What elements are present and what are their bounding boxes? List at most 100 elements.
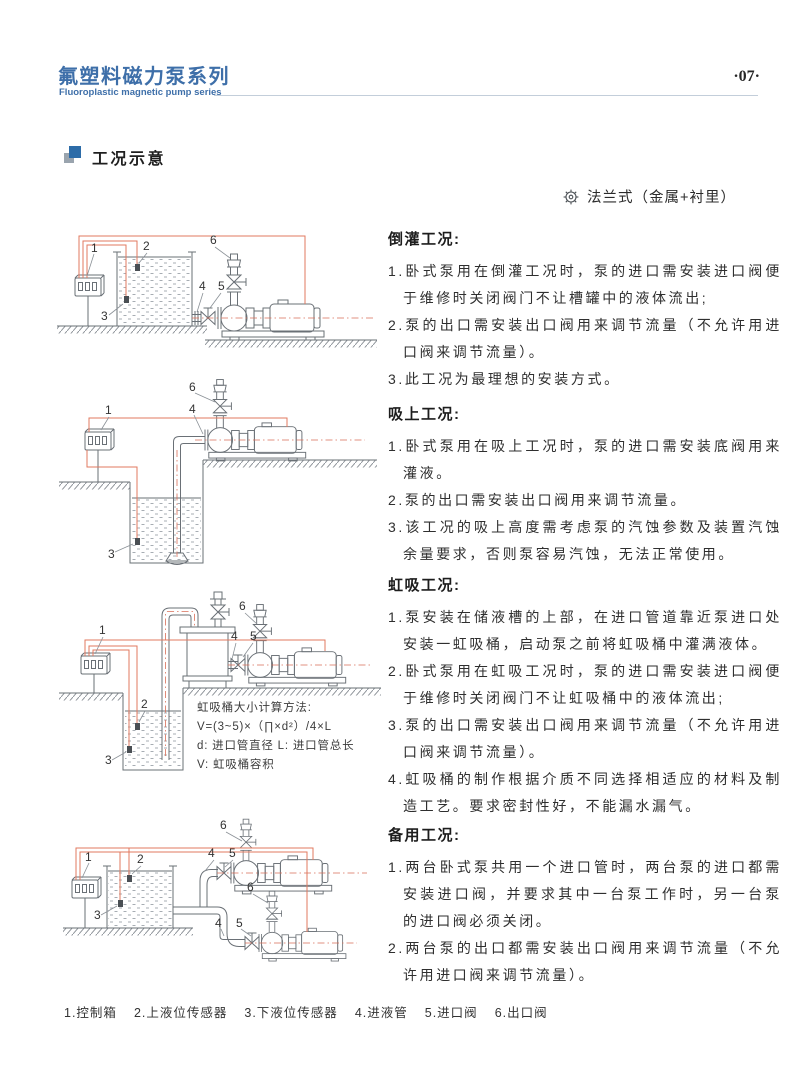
label-2: 2	[137, 852, 144, 866]
siphon-pipe	[161, 607, 199, 760]
control-wires	[75, 847, 314, 932]
legend-item: 1.控制箱	[64, 1006, 117, 1020]
legend-item: 5.进口阀	[424, 1006, 478, 1020]
page-title: 氟塑料磁力泵系列	[58, 66, 230, 88]
section-title: 工况示意	[92, 151, 167, 168]
outlet-valve-lower	[265, 890, 283, 933]
formula-line2: d: 进口管直径 L: 进口管总长	[197, 740, 355, 752]
pit-liquid	[132, 497, 201, 561]
label-3: 3	[105, 753, 112, 767]
section-marker-icon	[64, 146, 82, 164]
block-heading: 备用工况:	[388, 827, 461, 844]
formula-line1: V=(3~5)×（∏×d²）/4×L	[197, 721, 332, 733]
control-wires	[86, 417, 288, 538]
legend-item: 6.出口阀	[494, 1006, 548, 1020]
ground	[59, 459, 377, 564]
block-item: 1.卧式泵用在倒灌工况时，泵的进口需安装进口阀便于维修时关闭阀门不让槽罐中的液体…	[388, 263, 782, 306]
inlet-valve-lower	[244, 932, 260, 950]
control-wires	[78, 235, 306, 304]
workflow-block-suction: 吸上工况: 1.卧式泵用在吸上工况时，泵的进口需安装底阀用来灌液。 2.泵的出口…	[388, 403, 782, 568]
inlet-valve	[200, 307, 216, 325]
control-box	[80, 652, 111, 693]
label-5: 5	[218, 279, 225, 293]
outlet-valve-upper	[239, 818, 257, 862]
leader-lines	[100, 392, 216, 553]
siphon-formula: 虹吸桶大小计算方法: V=(3~5)×（∏×d²）/4×L d: 进口管直径 L…	[197, 699, 397, 775]
inlet-pipe	[228, 661, 238, 669]
upper-level-sensor	[135, 264, 140, 271]
ground	[57, 325, 377, 348]
control-box	[74, 274, 105, 326]
inlet-valve	[230, 654, 246, 672]
label-3: 3	[101, 309, 108, 323]
label-4: 4	[189, 402, 196, 416]
legend-item: 3.下液位传感器	[244, 1006, 338, 1020]
workflow-block-siphon: 虹吸工况: 1.泵安装在储液槽的上部，在进口管道靠近泵进口处安装一虹吸桶，启动泵…	[388, 574, 782, 820]
legend-item: 2.上液位传感器	[133, 1006, 228, 1020]
formula-line3: V: 虹吸桶容积	[197, 759, 275, 771]
tank	[103, 865, 177, 928]
ground	[63, 927, 193, 936]
diagram-siphon: 1 2 3 4 5 6	[59, 591, 381, 771]
flange-type-label: 法兰式（金属+衬里）	[587, 190, 736, 206]
legend-item: 4.进液管	[354, 1006, 408, 1020]
label-1: 1	[105, 403, 112, 417]
lower-level-sensor	[127, 746, 132, 753]
upper-level-sensor	[127, 875, 132, 882]
diagram-backflow: 1 2 3 4 5 6	[57, 233, 377, 348]
label-4-upper: 4	[208, 846, 215, 860]
tank-top-valve	[209, 591, 230, 627]
label-5: 5	[250, 629, 257, 643]
label-1: 1	[91, 241, 98, 255]
block-item: 3.该工况的吸上高度需考虑泵的汽蚀参数及装置汽蚀余量要求，否则泵容易汽蚀，无法正…	[388, 519, 782, 562]
control-box	[84, 428, 115, 482]
pit-liquid	[125, 710, 181, 768]
page-subtitle: Fluoroplastic magnetic pump series	[59, 87, 222, 98]
workflow-block-backflow: 倒灌工况: 1.卧式泵用在倒灌工况时，泵的进口需安装进口阀便于维修时关闭阀门不让…	[388, 228, 782, 393]
label-6: 6	[239, 599, 246, 613]
leader-lines	[86, 246, 231, 316]
label-3: 3	[94, 908, 101, 922]
centerlines	[165, 611, 370, 756]
page-number: ·07·	[733, 68, 760, 85]
block-item: 4.虹吸桶的制作根据介质不同选择相适应的材料及制造工艺。要求密封性好，不能漏水漏…	[388, 771, 782, 814]
flange-type-row: 法兰式（金属+衬里）	[562, 186, 736, 207]
header-rule	[214, 95, 758, 96]
leader-lines	[94, 612, 258, 761]
label-6: 6	[210, 233, 217, 247]
label-2: 2	[143, 239, 150, 253]
block-item: 1.两台卧式泵共用一个进口管时，两台泵的进口都需安装进口阀，并要求其中一台泵工作…	[388, 859, 782, 929]
label-4-lower: 4	[215, 916, 222, 930]
pump-unit	[204, 422, 307, 462]
block-item: 1.泵安装在储液槽的上部，在进口管道靠近泵进口处安装一虹吸桶，启动泵之前将虹吸桶…	[388, 609, 782, 652]
label-4: 4	[231, 629, 238, 643]
label-6-upper: 6	[220, 818, 227, 832]
block-heading: 倒灌工况:	[388, 231, 461, 248]
lower-level-sensor	[135, 538, 140, 545]
shared-inlet-pipe	[173, 869, 245, 947]
label-3: 3	[108, 547, 115, 561]
lower-level-sensor	[124, 296, 129, 303]
label-6-lower: 6	[247, 880, 254, 894]
label-1: 1	[99, 623, 106, 637]
label-5-upper: 5	[229, 846, 236, 860]
block-item: 2.泵的出口需安装出口阀用来调节流量。	[388, 492, 688, 508]
block-item: 3.此工况为最理想的安装方式。	[388, 371, 621, 387]
gear-icon	[563, 189, 579, 204]
label-4: 4	[199, 279, 206, 293]
label-2: 2	[141, 697, 148, 711]
pump-unit	[244, 647, 347, 687]
leader-lines	[81, 831, 269, 937]
label-6: 6	[189, 380, 196, 394]
control-box	[71, 876, 102, 928]
suction-pipe	[173, 436, 205, 553]
diagram-suction: 1 6 4 3	[59, 379, 377, 565]
siphon-tank	[179, 626, 236, 688]
block-item: 2.两台泵的出口都需安装出口阀用来调节流量（不允许用进口阀来调节流量）。	[388, 940, 782, 983]
block-heading: 虹吸工况:	[388, 577, 461, 594]
workflow-block-standby: 备用工况: 1.两台卧式泵共用一个进口管时，两台泵的进口都需安装进口阀，并要求其…	[388, 824, 782, 989]
block-heading: 吸上工况:	[388, 406, 461, 423]
outlet-valve	[212, 379, 232, 429]
pump-unit-lower	[258, 927, 347, 962]
